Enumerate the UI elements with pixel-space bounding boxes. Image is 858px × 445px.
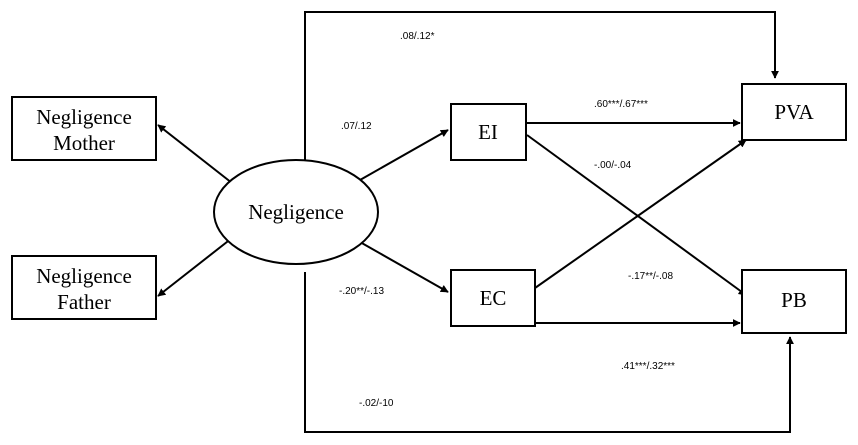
path-negligence-to-ei bbox=[359, 129, 449, 181]
node-negligence-mother: Negligence Mother bbox=[11, 96, 157, 161]
coef-negligence-to-ec: -.20**/-.13 bbox=[339, 286, 384, 297]
node-negligence-mother-line1: Negligence bbox=[36, 105, 132, 129]
coef-negligence-to-pva: .08/.12* bbox=[400, 31, 435, 42]
node-ec-label: EC bbox=[480, 286, 507, 310]
coef-ec-to-pva: -.17**/-.08 bbox=[628, 271, 673, 282]
node-pb-label: PB bbox=[781, 288, 807, 312]
coef-ei-to-pva: .60***/.67*** bbox=[594, 99, 648, 110]
coef-ec-to-pb: .41***/.32*** bbox=[621, 361, 675, 372]
node-ei: EI bbox=[450, 103, 527, 161]
path-ec-to-pva bbox=[534, 139, 747, 289]
node-negligence: Negligence bbox=[213, 159, 379, 265]
coef-ei-to-pb: -.00/-.04 bbox=[594, 160, 632, 171]
path-negligence-to-ec bbox=[359, 241, 449, 293]
coef-negligence-to-ei: .07/.12 bbox=[341, 121, 372, 132]
path-ei-to-pb bbox=[526, 134, 747, 296]
node-pva: PVA bbox=[741, 83, 847, 141]
node-ei-label: EI bbox=[478, 120, 498, 144]
path-negligence-to-father bbox=[157, 237, 233, 297]
path-negligence-to-pva bbox=[304, 11, 779, 160]
node-pb: PB bbox=[741, 269, 847, 334]
node-negligence-father-line2: Father bbox=[57, 290, 111, 314]
node-negligence-label: Negligence bbox=[248, 200, 344, 224]
node-pva-label: PVA bbox=[774, 100, 814, 124]
node-negligence-father-line1: Negligence bbox=[36, 264, 132, 288]
node-negligence-father: Negligence Father bbox=[11, 255, 157, 320]
node-negligence-mother-line2: Mother bbox=[53, 131, 115, 155]
path-negligence-to-pb bbox=[304, 272, 794, 433]
node-ec: EC bbox=[450, 269, 536, 327]
coef-negligence-to-pb: -.02/-10 bbox=[359, 398, 394, 409]
path-negligence-to-mother bbox=[157, 124, 233, 184]
